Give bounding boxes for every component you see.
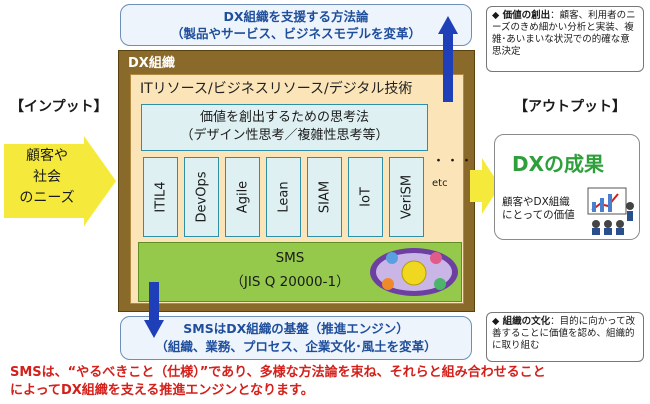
dx-organization-label: DX組織 (128, 56, 175, 71)
input-arrow (4, 136, 116, 226)
method-agile: Agile (225, 157, 260, 237)
result-desc-line-1: 顧客やDX組織 (502, 196, 570, 208)
organization-culture-note: ◆ 組織の文化：目的に向かって改善することに価値を認め、組織的に取り組む (486, 312, 644, 362)
value-creation-note: ◆ 価値の創出：顧客、利用者のニーズのきめ細かい分析と実装、複雑･あいまいな状況… (486, 6, 644, 72)
input-line-1: 顧客や (26, 148, 68, 164)
input-line-3: のニーズ (19, 190, 75, 206)
method-label: SIAM (317, 180, 332, 214)
input-line-2: 社会 (33, 169, 61, 185)
method-label: Agile (235, 180, 250, 214)
note-text: ：顧客、利用者のニーズのきめ細かい分析と実装、複雑･あいまいな状況での的確な意思… (492, 10, 636, 57)
sms-standard: （JIS Q 20000-1） (230, 274, 350, 290)
footer-line-1: SMSは、“やるべきこと（仕様）”であり、多様な方法論を束ね、それらと組み合わせ… (10, 365, 546, 380)
thinking-method-box: 価値を創出するための思考法 （デザイン性思考／複雑性思考等） (141, 104, 428, 151)
input-needs: 顧客や 社会 のニーズ (14, 146, 80, 209)
output-arrow (470, 158, 500, 214)
method-devops: DevOps (184, 157, 219, 237)
note-title: ◆ 組織の文化 (492, 316, 551, 327)
etc-dots: ・・・ (432, 154, 475, 169)
method-itil4: ITIL4 (143, 157, 178, 237)
result-desc-line-2: にとっての価値 (502, 209, 575, 221)
down-arrow-left (144, 282, 164, 338)
foundation-subtitle: （組織、業務、プロセス、企業文化･風土を変革） (155, 339, 437, 354)
methodology-support-box: DX組織を支援する方法論 （製品やサービス、ビジネスモデルを変革） (120, 4, 472, 46)
thinking-subtitle: （デザイン性思考／複雑性思考等） (180, 128, 389, 143)
note-text: ：目的に向かって改善することに価値を認め、組織的に取り組む (492, 316, 636, 351)
dx-result-title: DXの成果 (512, 152, 605, 176)
presentation-icon (587, 187, 634, 235)
etc-label: etc (432, 178, 448, 189)
cycle-icon (370, 248, 458, 296)
method-label: DevOps (194, 171, 209, 223)
method-label: IoT (358, 187, 373, 207)
method-verism: VeriSM (389, 157, 424, 237)
output-label: 【アウトプット】 (514, 99, 626, 115)
method-iot: IoT (348, 157, 383, 237)
footer-message: SMSは、“やるべきこと（仕様）”であり、多様な方法論を束ね、それらと組み合わせ… (10, 364, 650, 400)
method-siam: SIAM (307, 157, 342, 237)
method-label: Lean (276, 181, 291, 213)
methodology-title: DX組織を支援する方法論 (223, 9, 369, 24)
input-label: 【インプット】 (10, 99, 108, 115)
resources-label: ITリソース/ビジネスリソース/デジタル技術 (140, 81, 413, 97)
thinking-title: 価値を創出するための思考法 (199, 110, 369, 125)
methodology-subtitle: （製品やサービス、ビジネスモデルを変革） (170, 26, 421, 41)
method-label: VeriSM (399, 174, 414, 220)
sms-foundation-box: SMSはDX組織の基盤（推進エンジン） （組織、業務、プロセス、企業文化･風土を… (120, 316, 472, 360)
up-arrow-right (438, 16, 458, 102)
dx-result-description: 顧客やDX組織 にとっての価値 (502, 196, 575, 222)
output-box (494, 134, 640, 240)
sms-title: SMS (275, 250, 305, 266)
foundation-title: SMSはDX組織の基盤（推進エンジン） (183, 321, 409, 336)
note-title: ◆ 価値の創出 (492, 10, 551, 21)
footer-line-2: によってDX組織を支える推進エンジンとなります。 (10, 383, 314, 398)
method-lean: Lean (266, 157, 301, 237)
method-label: ITIL4 (153, 181, 168, 213)
